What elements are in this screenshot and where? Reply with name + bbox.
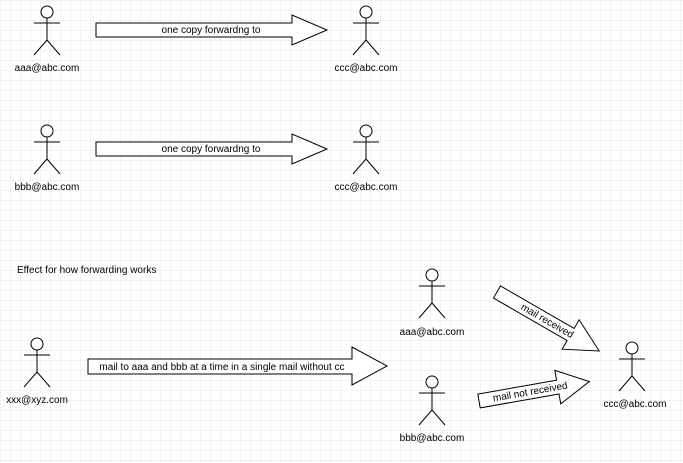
actor-label: aaa@abc.com bbox=[400, 327, 465, 338]
arrow-label: one copy forwardng to bbox=[162, 144, 261, 155]
actor-ccc-top[interactable]: ccc@abc.com bbox=[335, 5, 398, 74]
arrow-label: mail to aaa and bbb at a time in a singl… bbox=[99, 362, 344, 373]
actor-label: ccc@abc.com bbox=[335, 182, 398, 193]
actor-ccc-mid[interactable]: ccc@abc.com bbox=[335, 124, 398, 193]
arrow-forward-1[interactable]: one copy forwardng to bbox=[95, 14, 329, 46]
arrow-label: one copy forwardng to bbox=[162, 25, 261, 36]
actor-bbb-bottom[interactable]: bbb@abc.com bbox=[400, 375, 465, 444]
arrow-send[interactable]: mail to aaa and bbb at a time in a singl… bbox=[87, 346, 389, 386]
actor-label: bbb@abc.com bbox=[15, 182, 80, 193]
actor-label: bbb@abc.com bbox=[400, 433, 465, 444]
actor-bbb-mid[interactable]: bbb@abc.com bbox=[15, 124, 80, 193]
actor-aaa-top[interactable]: aaa@abc.com bbox=[15, 5, 80, 74]
actor-ccc-bottom[interactable]: ccc@abc.com bbox=[604, 341, 667, 410]
actor-label: xxx@xyz.com bbox=[6, 395, 68, 406]
block-arrow-icon bbox=[87, 346, 389, 386]
actor-xxx[interactable]: xxx@xyz.com bbox=[6, 337, 68, 406]
section-title: Effect for how forwarding works bbox=[17, 265, 156, 276]
actor-label: aaa@abc.com bbox=[15, 63, 80, 74]
block-arrow-icon bbox=[95, 133, 329, 165]
actor-label: ccc@abc.com bbox=[604, 399, 667, 410]
arrow-forward-2[interactable]: one copy forwardng to bbox=[95, 133, 329, 165]
actor-aaa-bottom[interactable]: aaa@abc.com bbox=[400, 268, 465, 338]
block-arrow-icon bbox=[95, 14, 329, 46]
actor-label: ccc@abc.com bbox=[335, 63, 398, 74]
block-arrow-icon bbox=[477, 369, 591, 409]
block-arrow-icon bbox=[492, 285, 601, 352]
